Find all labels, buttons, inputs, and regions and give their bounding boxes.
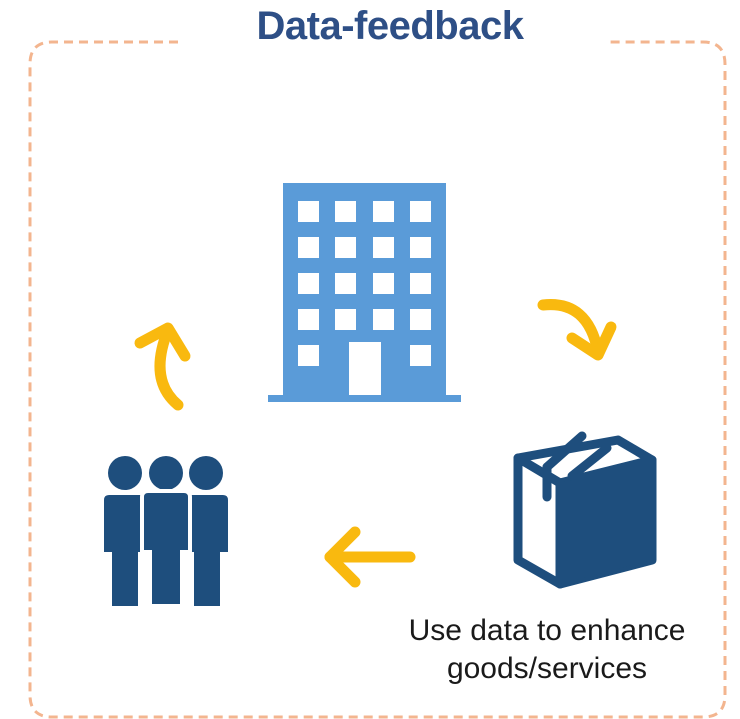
arrow-up-curve-icon [134,322,191,411]
box-caption: Use data to enhance goods/services [362,612,732,688]
diagram-title: Data-feedback [256,4,524,48]
building-icon [268,183,461,402]
arrow-left-icon [324,526,416,588]
caption-line-2: goods/services [446,652,648,685]
arrow-right-curve-icon [537,299,617,361]
box-side-face [560,460,652,584]
caption-line-1: Use data to enhance [408,614,686,647]
people-icon [104,456,228,608]
